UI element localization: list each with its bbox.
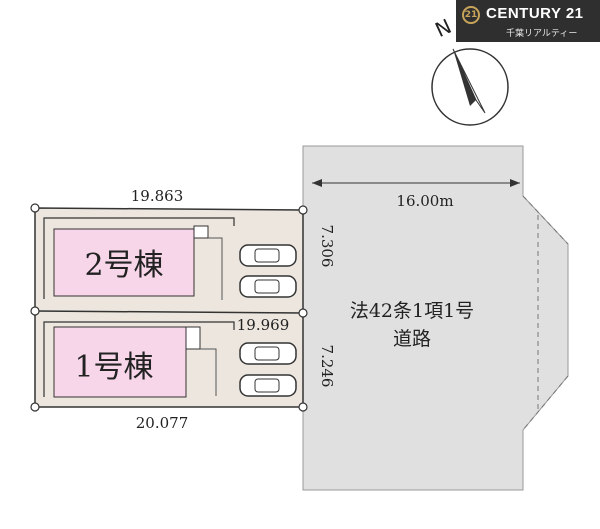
- boundary-marker: [30, 306, 40, 316]
- bottom-length-label: 20.077: [136, 414, 189, 432]
- road-name-label: 道路: [393, 328, 431, 350]
- parking-car: [239, 244, 297, 267]
- boundary-marker: [298, 308, 308, 318]
- middle-length-label: 19.969: [237, 316, 290, 334]
- road-edge-dashed: [522, 375, 569, 431]
- logo-name: CENTURY 21: [486, 5, 584, 22]
- boundary-marker: [30, 402, 40, 412]
- lot1-entrance: [185, 326, 201, 350]
- lot2-path: [208, 237, 223, 300]
- road-dimension-arrow: [510, 179, 520, 187]
- road-width-label: 16.00m: [396, 192, 453, 210]
- lot2-width-label: 7.306: [318, 225, 336, 268]
- road-type-label: 法42条1項1号: [350, 300, 474, 322]
- boundary-marker: [298, 402, 308, 412]
- lot1-width-label: 7.246: [318, 345, 336, 388]
- lot2-label: 2号棟: [84, 248, 163, 283]
- lot1-path: [200, 348, 217, 396]
- road-dimension-arrow: [312, 179, 322, 187]
- lot1-fence: [43, 321, 235, 397]
- parking-car: [239, 374, 297, 397]
- lot2-entrance: [193, 225, 209, 239]
- logo-mark: 21: [462, 6, 480, 24]
- century21-logo: 21 CENTURY 21 千葉リアルティー: [456, 0, 600, 42]
- boundary-marker: [298, 205, 308, 215]
- lot2-building: [53, 228, 195, 297]
- parking-car: [239, 275, 297, 298]
- lot1-label: 1号棟: [74, 350, 153, 385]
- north-arrow-icon: N: [431, 14, 509, 126]
- lot-divider: [34, 310, 304, 314]
- north-label: N: [431, 14, 455, 42]
- top-length-label: 19.863: [131, 187, 184, 205]
- parking-car: [239, 342, 297, 365]
- boundary-marker: [30, 203, 40, 213]
- lot1-building: [53, 326, 187, 398]
- logo-subtitle: 千葉リアルティー: [506, 29, 578, 39]
- lot2-fence: [43, 217, 235, 299]
- road-edge-dashed: [522, 195, 569, 245]
